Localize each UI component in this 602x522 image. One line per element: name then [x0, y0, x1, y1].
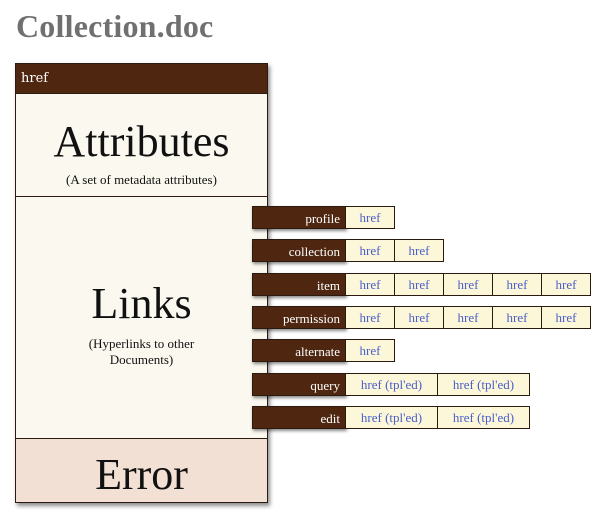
- href-link[interactable]: href: [493, 273, 542, 296]
- href-cells: href (tpl'ed)href (tpl'ed): [346, 373, 530, 396]
- href-link[interactable]: href: [346, 206, 395, 229]
- attributes-heading: Attributes: [53, 117, 230, 166]
- attributes-caption: (A set of metadata attributes): [66, 172, 217, 187]
- rel-label-profile: profile: [252, 206, 346, 229]
- error-heading: Error: [95, 450, 188, 499]
- href-cells: href: [346, 339, 395, 362]
- href-link[interactable]: href: [542, 306, 591, 329]
- href-link[interactable]: href: [346, 339, 395, 362]
- rel-label-query: query: [252, 373, 346, 396]
- error-section: Error: [16, 439, 267, 502]
- href-link[interactable]: href: [346, 273, 395, 296]
- links-heading: Links: [91, 279, 192, 328]
- href-link[interactable]: href: [346, 239, 395, 262]
- href-link[interactable]: href: [493, 306, 542, 329]
- href-link[interactable]: href (tpl'ed): [346, 406, 438, 429]
- href-cells: href (tpl'ed)href (tpl'ed): [346, 406, 530, 429]
- document-title: Collection.doc: [16, 8, 214, 44]
- links-section: Links (Hyperlinks to other Documents): [16, 197, 267, 439]
- href-cells: href: [346, 206, 395, 229]
- href-link[interactable]: href (tpl'ed): [438, 373, 530, 396]
- href-link[interactable]: href: [444, 306, 493, 329]
- links-caption: (Hyperlinks to other Documents): [88, 336, 195, 367]
- document-href-bar: href: [16, 64, 267, 94]
- href-link[interactable]: href: [346, 306, 395, 329]
- collection-document: href Attributes (A set of metadata attri…: [15, 63, 268, 503]
- rel-label-collection: collection: [252, 239, 346, 262]
- rel-label-alternate: alternate: [252, 339, 346, 362]
- href-link[interactable]: href (tpl'ed): [346, 373, 438, 396]
- rel-label-edit: edit: [252, 406, 346, 429]
- href-link[interactable]: href: [542, 273, 591, 296]
- href-link[interactable]: href: [395, 273, 444, 296]
- href-link[interactable]: href: [444, 273, 493, 296]
- attributes-section: Attributes (A set of metadata attributes…: [16, 94, 267, 197]
- href-link[interactable]: href: [395, 239, 444, 262]
- href-link[interactable]: href (tpl'ed): [438, 406, 530, 429]
- href-link[interactable]: href: [395, 306, 444, 329]
- rel-label-permission: permission: [252, 306, 346, 329]
- rel-label-item: item: [252, 273, 346, 296]
